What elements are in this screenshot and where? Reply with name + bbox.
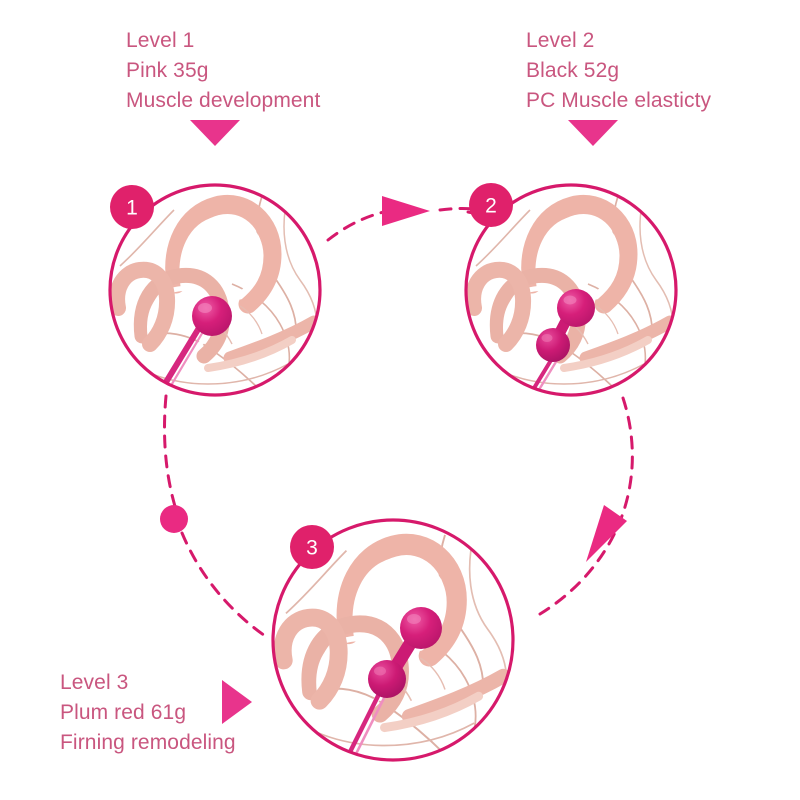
level-1-badge <box>110 185 154 229</box>
level-3-pointer-triangle-right <box>222 680 252 724</box>
level-1-pointer-triangle-down <box>190 120 240 146</box>
level-1-line-2: Pink 35g <box>126 59 209 82</box>
level-3-circle <box>271 518 515 762</box>
level-1-label: Level 1 Pink 35g Muscle development <box>126 26 320 116</box>
level-2-badge-number: 2 <box>485 195 497 218</box>
level-1-circle <box>108 183 322 397</box>
connector-2-to-3 <box>538 396 634 616</box>
level-3-badge <box>290 525 334 569</box>
level-3-badge-number: 3 <box>306 537 318 560</box>
level-1-badge-number: 1 <box>126 197 138 220</box>
level-1-illustration: 1 <box>108 183 322 397</box>
connector-3-to-1 <box>160 394 270 640</box>
level-1-line-1: Level 1 <box>126 29 195 52</box>
level-2-line-2: Black 52g <box>526 59 620 82</box>
level-2-label: Level 2 Black 52g PC Muscle elasticty <box>526 26 711 116</box>
level-2-circle <box>464 183 678 397</box>
level-1-line-3: Muscle development <box>126 89 321 112</box>
level-2-line-3: PC Muscle elasticty <box>526 89 712 112</box>
level-2-line-1: Level 2 <box>526 29 595 52</box>
level-3-line-1: Level 3 <box>60 671 129 694</box>
level-3-illustration: 3 <box>271 518 515 762</box>
connector-dot <box>160 505 188 533</box>
level-2-illustration: 2 <box>464 183 678 397</box>
level-2-badge <box>469 183 513 227</box>
level-3-line-2: Plum red 61g <box>60 701 187 724</box>
level-3-label: Level 3 Plum red 61g Firning remodeling <box>60 668 236 758</box>
level-3-line-3: Firning remodeling <box>60 731 236 754</box>
level-2-pointer-triangle-down <box>568 120 618 146</box>
